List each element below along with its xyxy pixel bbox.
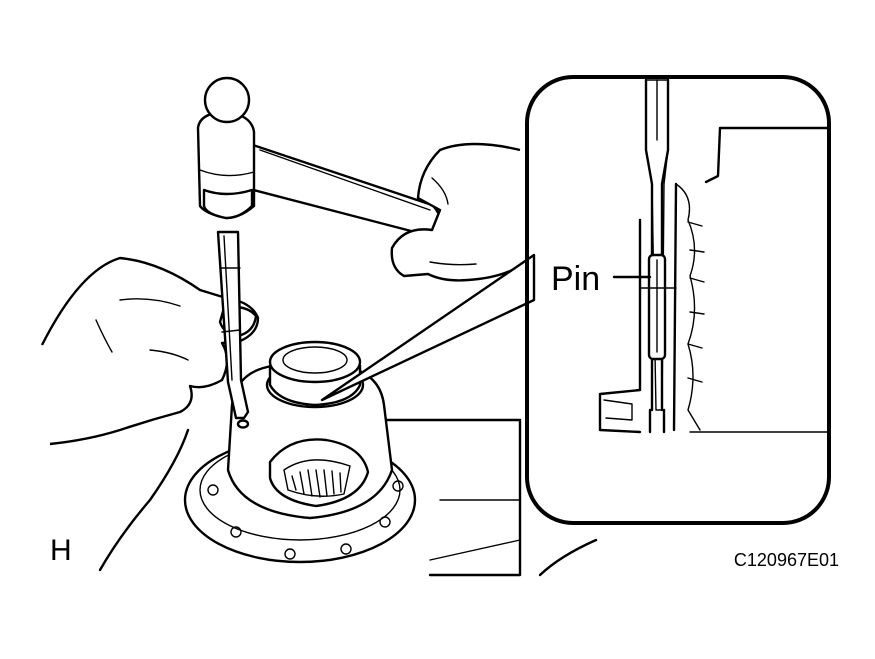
hammer: [196, 76, 443, 240]
pin-punch: [216, 230, 250, 420]
right-hand: [390, 142, 521, 282]
figure-code: C120967E01: [734, 550, 839, 570]
view-letter: H: [50, 534, 72, 567]
pin-label: Pin: [551, 260, 600, 298]
differential-case: [183, 340, 522, 577]
flange-bolt-holes: [207, 480, 404, 560]
callout-pointer: [320, 253, 536, 402]
pin-hole: [236, 419, 250, 429]
side-gear: [283, 459, 351, 498]
detail-inset: Pin: [525, 75, 831, 525]
